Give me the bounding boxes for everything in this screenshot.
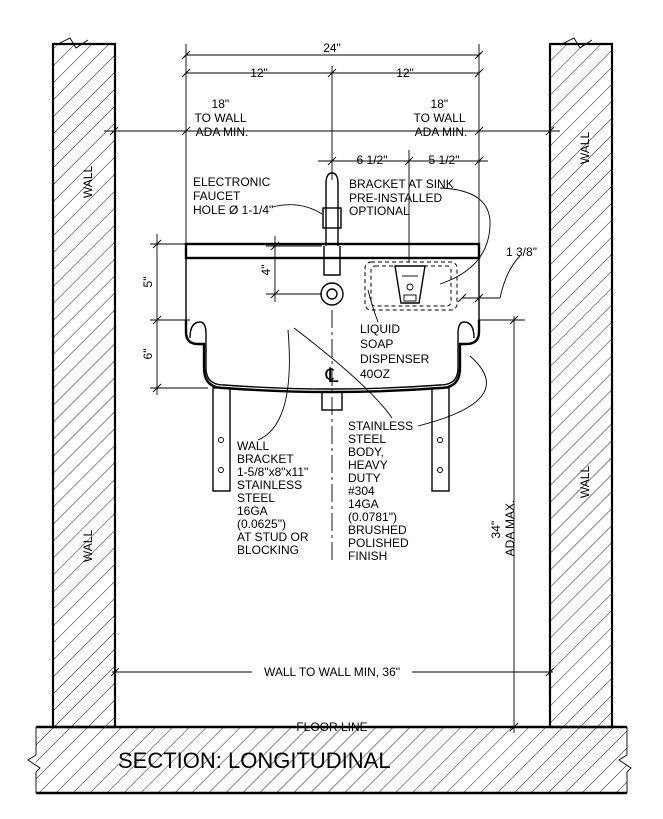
wall-label-left-top: WALL (81, 166, 95, 199)
wall-bracket-right (431, 387, 450, 492)
note-body: STAINLESS STEEL BODY, HEAVY DUTY #304 14… (348, 419, 416, 563)
electronic-faucet (320, 172, 344, 306)
note-soap: LIQUID SOAP DISPENSER 40OZ (360, 322, 433, 381)
note-wall-bracket: WALL BRACKET 1-5/8"x8"x11" STAINLESS STE… (237, 439, 312, 557)
leader-bracket-sink (439, 187, 491, 285)
dim-ada-height: 34" ADA MAX. (489, 500, 517, 557)
wall-label-right-bottom: WALL (578, 466, 592, 499)
dim-to-wall-right: 18" TO WALL ADA MIN. (414, 97, 469, 139)
dim-lower-height: 6" (141, 349, 155, 360)
dimension-lines-right (457, 255, 525, 733)
wall-bracket-left (212, 387, 231, 492)
dimension-lines-left (150, 234, 322, 395)
leader-soap (367, 289, 379, 323)
dim-half-left: 12" (250, 66, 268, 80)
note-bracket-sink: BRACKET AT SINK PRE-INSTALLED OPTIONAL (349, 177, 457, 218)
soap-dispenser (364, 261, 458, 311)
centerline-symbol: ℄ (325, 363, 339, 387)
leader-body-right (417, 355, 487, 427)
dim-edge-offset: 1 3/8" (506, 245, 537, 259)
dim-bracket-offset: 5 1/2" (429, 153, 460, 167)
note-faucet: ELECTRONIC FAUCET HOLE Ø 1-1/4" (193, 175, 274, 217)
left-wall (51, 37, 117, 729)
leader-faucet (271, 204, 323, 215)
dim-wall-to-wall: WALL TO WALL MIN, 36" (264, 665, 400, 679)
floor-line-label: FLOOR LINE (296, 720, 367, 734)
wall-label-left-bottom: WALL (81, 530, 95, 563)
dim-upper-height: 5" (141, 277, 155, 288)
floor-slab (27, 725, 632, 795)
leader-body (293, 327, 393, 419)
dim-faucet-offset: 6 1/2" (357, 153, 388, 167)
dim-to-wall-left: 18" TO WALL ADA MIN. (195, 97, 250, 139)
dimension-lines-top (104, 44, 560, 262)
dim-half-right: 12" (396, 66, 414, 80)
wall-label-right-top: WALL (578, 132, 592, 165)
dimension-wall-to-wall (110, 667, 555, 677)
drawing-title: SECTION: LONGITUDINAL (118, 748, 391, 773)
dim-overall-width: 24" (323, 41, 341, 55)
dim-faucet-height: 4" (259, 265, 273, 276)
leader-wall-bracket (257, 329, 290, 441)
